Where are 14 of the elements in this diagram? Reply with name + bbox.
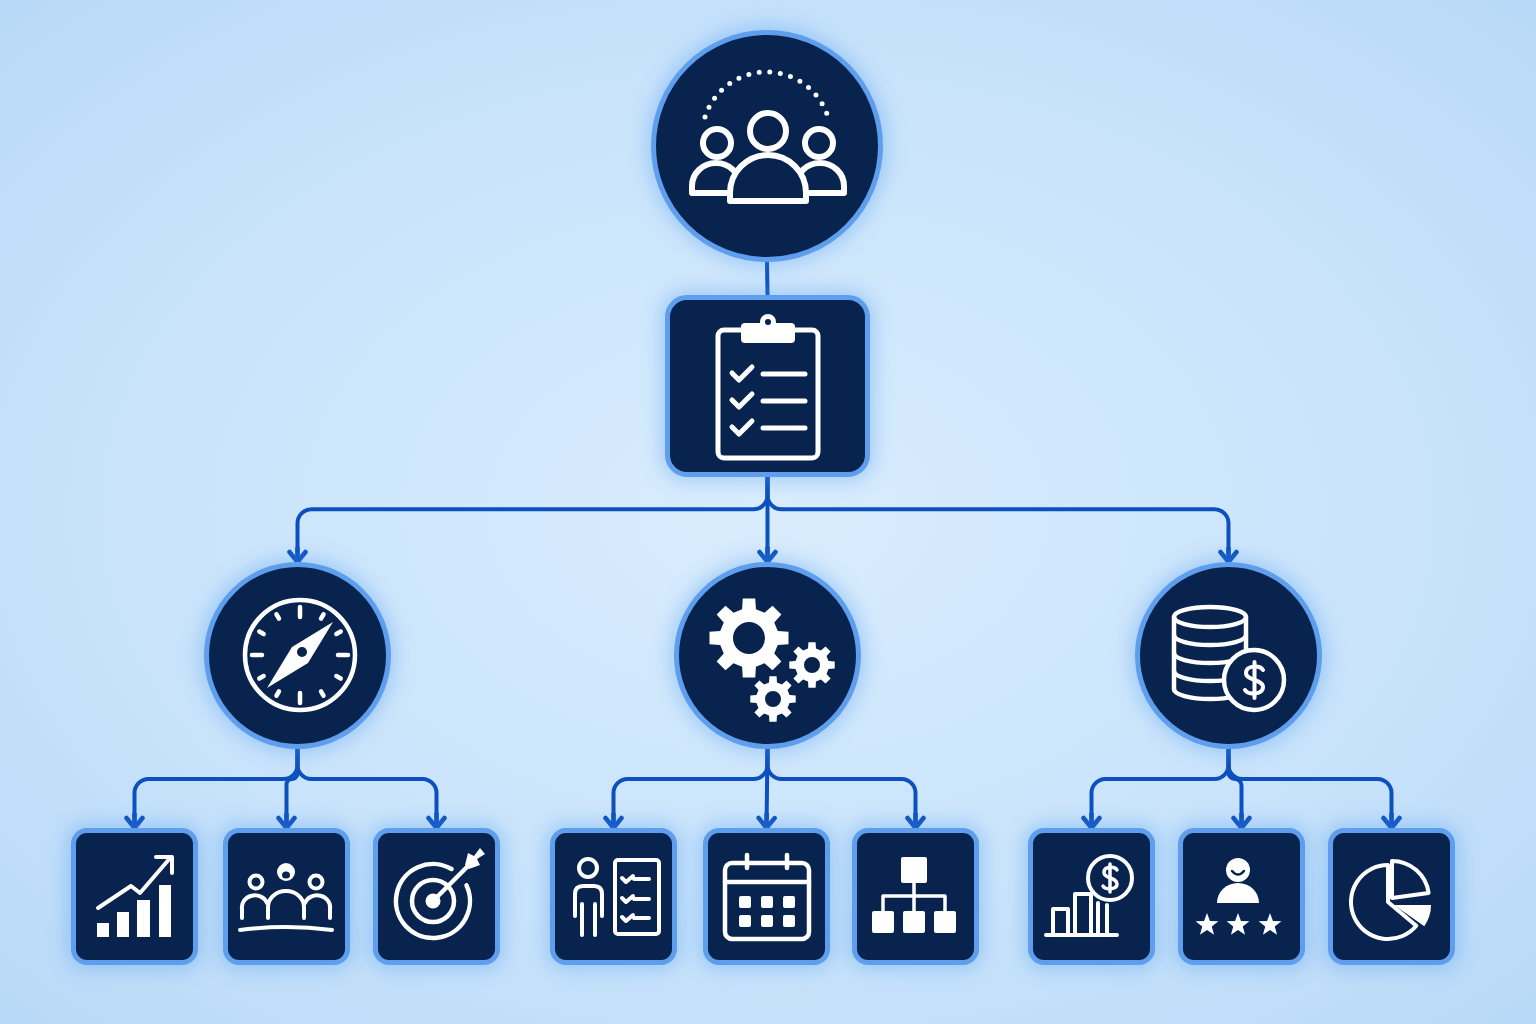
circle-node [1135, 562, 1322, 749]
square-node [223, 828, 350, 965]
square-node [550, 828, 677, 965]
square-node [665, 295, 870, 477]
square-node [71, 828, 198, 965]
square-node [852, 828, 979, 965]
arrow [765, 477, 1239, 565]
connector-line [765, 261, 770, 296]
square-node [1328, 828, 1455, 965]
square-node [703, 828, 830, 965]
square-node [1028, 828, 1155, 965]
circle-node [674, 562, 861, 749]
square-node [1178, 828, 1305, 965]
square-node [373, 828, 500, 965]
